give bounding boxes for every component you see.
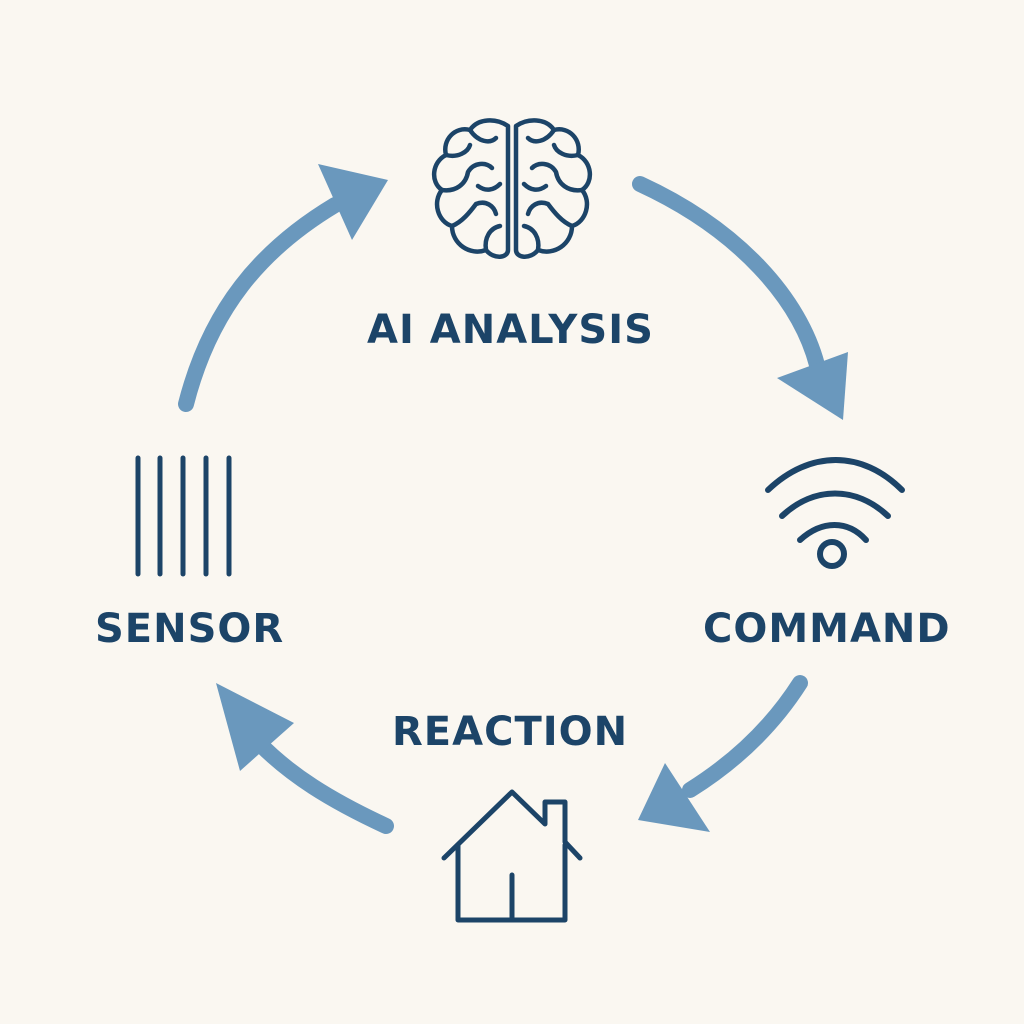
brain-icon [432,118,592,259]
node-label-command: COMMAND [703,606,951,652]
node-label-reaction: REACTION [392,709,629,755]
wifi-signal-icon [765,457,905,569]
node-label-sensor: SENSOR [95,606,285,652]
arrow-reaction-to-sensor [216,683,394,834]
node-label-ai-analysis: AI ANALYSIS [367,307,654,353]
arrow-sensor-to-ai [178,164,388,412]
sensor-bars-icon [135,455,232,577]
arrow-command-to-reaction [638,675,808,832]
house-icon [441,789,583,923]
arrow-ai-to-command [632,176,848,420]
